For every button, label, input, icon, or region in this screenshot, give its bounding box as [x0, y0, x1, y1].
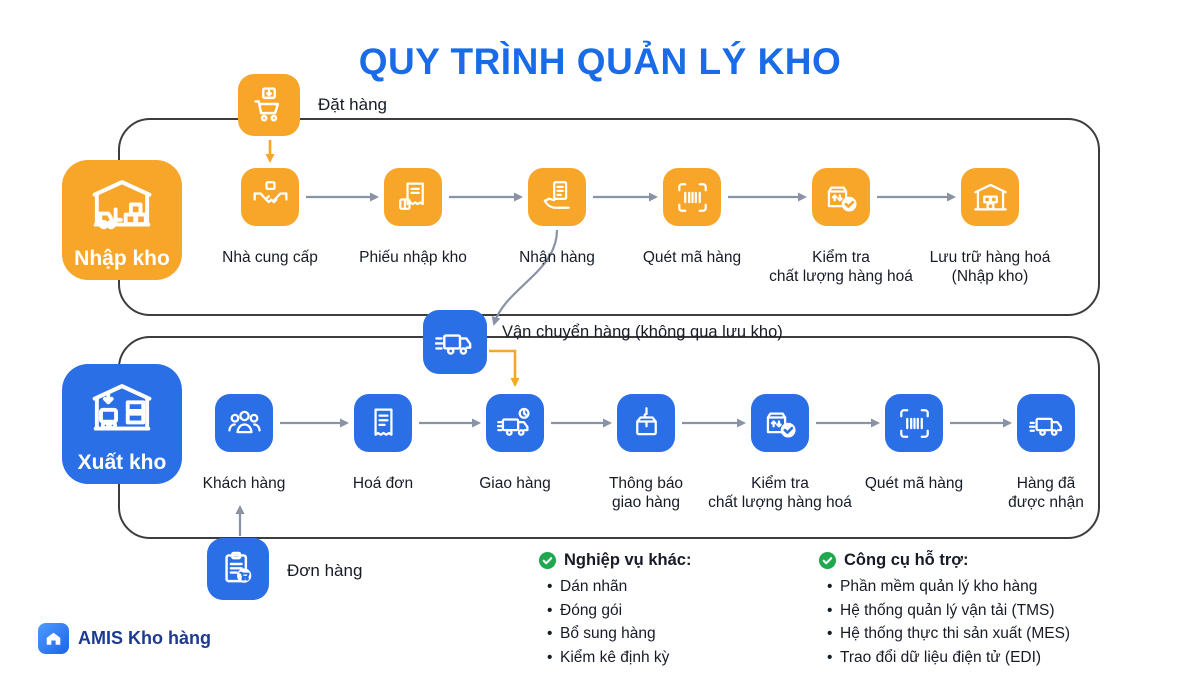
package-notify-icon	[617, 394, 675, 452]
inbound-badge-label: Nhập kho	[74, 247, 170, 270]
customers-icon	[215, 394, 273, 452]
list-items: Phần mềm quản lý kho hàngHệ thống quản l…	[818, 575, 1070, 669]
invoice-icon	[354, 394, 412, 452]
list-title-row: Công cụ hỗ trợ:	[818, 551, 1070, 570]
step-label: Nhà cung cấp	[222, 249, 318, 266]
support-tools-list: Công cụ hỗ trợ: Phần mềm quản lý kho hàn…	[818, 551, 1070, 669]
quality-check-icon	[751, 394, 809, 452]
shipping-truck-icon	[423, 310, 487, 374]
list-item: Bổ sung hàng	[547, 622, 691, 646]
outbound-badge-label: Xuất kho	[77, 451, 167, 474]
list-item: Đóng gói	[547, 599, 691, 623]
step-label: Hoá đơn	[352, 475, 414, 492]
outbound-badge: Xuất kho	[62, 364, 182, 484]
check-icon	[538, 551, 557, 570]
list-item: Hệ thống thực thi sản xuất (MES)	[827, 622, 1070, 646]
list-item: Kiểm kê định kỳ	[547, 646, 691, 670]
amis-logo-text: AMIS Kho hàng	[78, 628, 211, 648]
list-item: Hệ thống quản lý vận tải (TMS)	[827, 599, 1070, 623]
step-label: Hàng đã được nhận	[1008, 475, 1084, 511]
list-title: Công cụ hỗ trợ:	[844, 551, 969, 569]
list-item: Trao đổi dữ liệu điện tử (EDI)	[827, 646, 1070, 670]
quality-check-icon	[812, 168, 870, 226]
step-label: Kiểm tra chất lượng hàng hoá	[769, 249, 913, 285]
list-item: Dán nhãn	[547, 575, 691, 599]
step-label: Kiểm tra chất lượng hàng hoá	[708, 475, 852, 511]
step-label: Giao hàng	[479, 475, 551, 492]
list-title-row: Nghiệp vụ khác:	[538, 551, 691, 570]
inbound-badge: Nhập kho	[62, 160, 182, 280]
hand-receipt-icon	[528, 168, 586, 226]
step-label: Khách hàng	[202, 475, 286, 492]
list-item: Phần mềm quản lý kho hàng	[827, 575, 1070, 599]
warehouse-forklift-icon	[90, 172, 154, 236]
order-placing-label: Đặt hàng	[318, 95, 387, 114]
barcode-scan-icon	[885, 394, 943, 452]
step-label: Quét mã hàng	[864, 475, 964, 492]
amis-logo-icon	[38, 623, 69, 654]
sales-order-label: Đơn hàng	[287, 561, 363, 580]
page-title: QUY TRÌNH QUẢN LÝ KHO	[358, 40, 842, 82]
received-truck-icon	[1017, 394, 1075, 452]
storage-shelf-icon	[961, 168, 1019, 226]
check-icon	[818, 551, 837, 570]
list-title: Nghiệp vụ khác:	[564, 551, 692, 569]
other-operations-list: Nghiệp vụ khác: Dán nhãnĐóng góiBổ sung …	[538, 551, 691, 669]
order-clipboard-icon	[207, 538, 269, 600]
step-label: Lưu trữ hàng hoá (Nhập kho)	[929, 249, 1051, 285]
warehouse-truck-icon	[90, 376, 154, 440]
direct-shipping-label: Vận chuyển hàng (không qua lưu kho)	[502, 323, 783, 341]
amis-logo: AMIS Kho hàng	[38, 623, 211, 654]
receipt-box-icon	[384, 168, 442, 226]
barcode-scan-icon	[663, 168, 721, 226]
delivery-truck-icon	[486, 394, 544, 452]
step-label: Phiếu nhập kho	[359, 249, 467, 266]
step-label: Thông báo giao hàng	[608, 475, 684, 511]
step-label: Quét mã hàng	[642, 249, 742, 266]
handshake-icon	[241, 168, 299, 226]
order-cart-icon	[238, 74, 300, 136]
